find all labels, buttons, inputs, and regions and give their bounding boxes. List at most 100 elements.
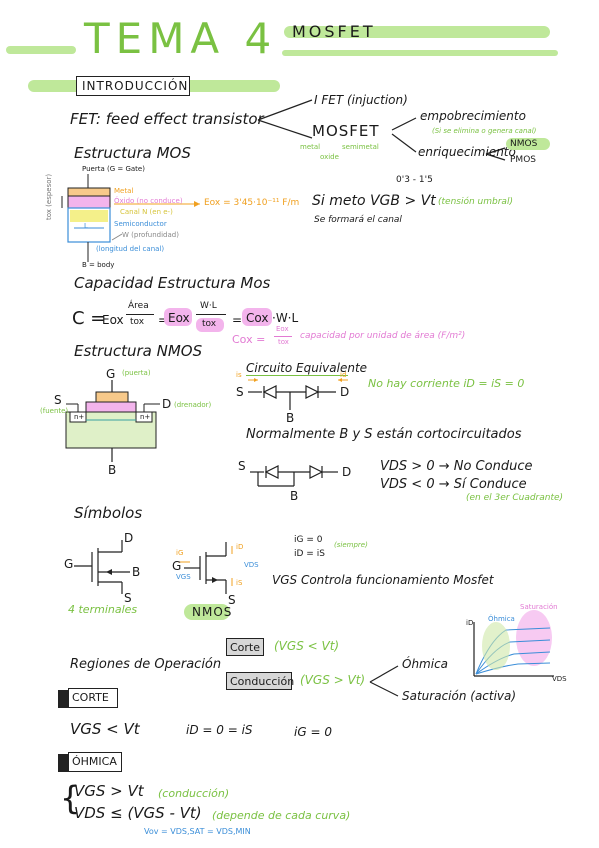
corte-c3: iG = 0 [294, 725, 332, 739]
cap-cox: Cox [246, 311, 269, 325]
cap-tox-highlight [196, 318, 224, 332]
corte-header-box [68, 688, 118, 708]
sym2-is: iS [236, 579, 243, 587]
longitud-label: (longitud del canal) [96, 245, 165, 253]
sym1-b: B [132, 565, 141, 579]
sym2-g: G [172, 559, 182, 573]
w-label: W (profundidad) [122, 231, 179, 239]
nmos-sym-label: NMOS [192, 605, 233, 619]
circuito-note: No hay corriente iD = iS = 0 [368, 377, 525, 390]
oxido-label: Óxido (no conduce) [114, 197, 183, 205]
pmos-label: PMOS [510, 155, 536, 165]
circ2-s: S [238, 459, 246, 473]
sym2-vgs: VGS [176, 573, 191, 581]
enriquecimiento: enriquecimiento [418, 145, 516, 159]
page-subtitle: MOSFET [292, 22, 376, 41]
ohmica-c1: VGS > Vt [74, 782, 144, 800]
corte-header: CORTE [72, 691, 109, 704]
corte-cond: (VGS < Vt) [274, 639, 340, 653]
circ1-d: D [340, 385, 350, 399]
circ1-is: is [236, 371, 242, 379]
cap-frac2-line [196, 314, 226, 315]
cap-c: C = [72, 308, 106, 329]
sym2-s: S [228, 593, 236, 607]
nmos-n1: n+ [74, 413, 85, 421]
cap-eox2: Eox [168, 311, 190, 325]
vds-neg: VDS < 0 → Sí Conduce [380, 477, 527, 492]
label-metal: metal [300, 143, 321, 151]
metal-label: Metal [114, 187, 134, 195]
label-semimetal: semimetal [342, 143, 379, 151]
ids-label: iD = iS [294, 549, 325, 559]
circ2-d: D [342, 465, 352, 479]
vt-canal: Se formará el canal [314, 215, 402, 225]
fet-branch-mosfet: MOSFET [312, 122, 380, 140]
label-oxide: oxide [320, 153, 339, 161]
sym2-ig: iG [176, 549, 184, 557]
nmos-n2: n+ [140, 413, 151, 421]
cap-cox-highlight [242, 308, 272, 326]
nmos-drenador: (drenador) [174, 401, 212, 409]
corte-c2: iD = 0 = iS [186, 723, 253, 737]
ohmica-c2-note: (depende de cada curva) [212, 809, 351, 822]
graph-vds: VDS [552, 675, 567, 683]
empobrecimiento-note: (Si se elimina o genera canal) [432, 127, 537, 135]
estructura-nmos-title: Estructura NMOS [74, 342, 203, 360]
cuadrante-note: (en el 3er Cuadrante) [466, 493, 564, 503]
nmos-label: NMOS [510, 139, 538, 149]
ohmica-header-box [68, 752, 122, 772]
nmos-sym-highlight [184, 604, 230, 620]
cap-tox2: tox [202, 319, 217, 329]
cap-eox: Eox [102, 313, 124, 327]
cap-eq2: = [232, 313, 243, 327]
regiones-title: Regiones de Operación [70, 657, 222, 672]
sym2-id: iD [236, 543, 244, 551]
corte-header-bar [58, 690, 68, 708]
regiones-ohmica: Óhmica [402, 657, 449, 671]
ohmica-c1-note: (conducción) [158, 787, 230, 800]
cox-den: tox [278, 338, 289, 346]
siempre-label: (siempre) [334, 541, 368, 549]
cap-eq1: = [158, 314, 168, 326]
control-label: VGS Controla funcionamiento Mosfet [272, 573, 494, 587]
body-label: B = body [82, 261, 115, 269]
cap-area: Área [128, 301, 149, 311]
puerta-label: Puerta (G = Gate) [82, 165, 145, 173]
estructura-mos-title: Estructura MOS [74, 144, 191, 162]
circ1-b: B [286, 411, 295, 425]
ohmica-c3: Vov = VDS,SAT = VDS,MIN [144, 827, 251, 836]
cox-def: Cox = [232, 333, 266, 346]
ohmica-brace: { [60, 779, 81, 817]
graph-id: iD [466, 619, 474, 627]
nmos-highlight [506, 138, 550, 150]
ohmica-c2: VDS ≤ (VGS - Vt) [74, 804, 202, 822]
intro-label: INTRODUCCIÓN [82, 79, 189, 93]
page-title: TEMA 4 [84, 14, 278, 63]
graph-saturacion: Saturación [520, 603, 558, 611]
sym1-s: S [124, 591, 132, 605]
nmos-fuente: (fuente) [40, 407, 69, 415]
cap-eox-highlight [164, 308, 192, 326]
ohmica-header-bar [58, 754, 68, 772]
nmos-b: B [108, 463, 117, 477]
nmos-g: G [106, 367, 116, 381]
intro-box [76, 76, 190, 96]
circuito-normal: Normalmente B y S están cortocircuitados [246, 427, 522, 442]
conduccion-box [226, 672, 292, 690]
cox-num: Eox [276, 325, 289, 333]
title-underline-right [282, 50, 558, 56]
fet-definition: FET: feed effect transistor [70, 110, 264, 128]
circ2-b: B [290, 489, 299, 503]
subtitle-highlight [284, 26, 550, 38]
cap-wl2: ·W·L [272, 311, 299, 325]
ohmica-header: ÓHMICA [72, 755, 117, 768]
cap-frac1-line [126, 314, 154, 315]
l-label: L [84, 222, 88, 230]
conduccion-label: Conducción [230, 675, 295, 688]
